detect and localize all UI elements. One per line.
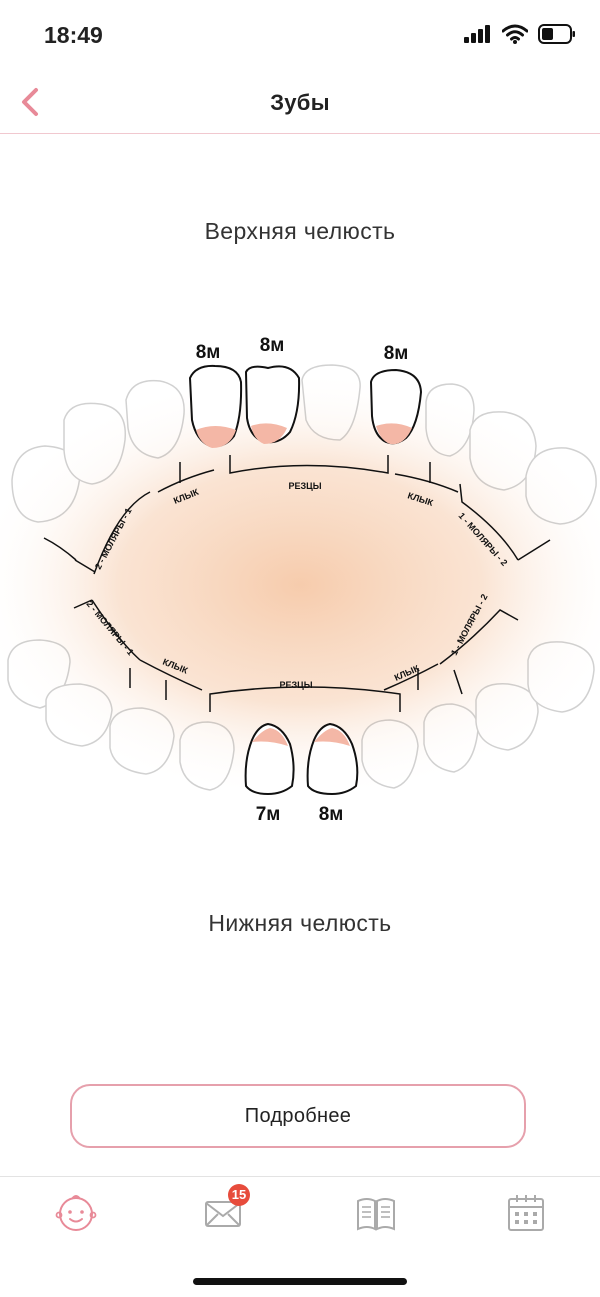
lower-erupted-teeth: [244, 722, 359, 796]
lower-faded-teeth: [7, 639, 595, 791]
tooth[interactable]: [125, 379, 185, 459]
wifi-icon: [502, 24, 528, 44]
cellular-signal-icon: [464, 25, 490, 43]
gum-mark: [196, 426, 236, 448]
upper-age-label-1: 8м: [196, 342, 221, 363]
more-details-button[interactable]: Подробнее: [70, 1084, 526, 1148]
status-bar: 18:49: [0, 0, 600, 70]
gum-mark: [251, 423, 287, 444]
back-chevron-icon[interactable]: [16, 82, 52, 122]
tab-bar: [0, 1176, 600, 1257]
tab-book-icon[interactable]: [354, 1191, 398, 1235]
upper-age-label-3: 8м: [384, 343, 409, 364]
tooth[interactable]: [179, 721, 235, 791]
lower-age-label-2: 8м: [319, 804, 344, 825]
page-title: Зубы: [270, 90, 330, 115]
upper-age-label-2: 8м: [260, 335, 285, 356]
tooth[interactable]: [527, 641, 595, 713]
nav-header: Зубы: [0, 70, 600, 134]
gum-mark: [252, 728, 288, 746]
tooth[interactable]: [301, 364, 361, 441]
tab-messages-icon[interactable]: [202, 1191, 246, 1235]
tooth[interactable]: [475, 683, 539, 751]
tooth[interactable]: [45, 683, 113, 747]
tooth[interactable]: [423, 703, 479, 773]
tooth[interactable]: [11, 445, 81, 523]
lower-section-incisors: РЕЗЦЫ: [279, 680, 312, 690]
messages-badge: 15: [228, 1184, 250, 1206]
gum-mark: [376, 423, 412, 445]
tooth[interactable]: [469, 411, 537, 491]
tooth[interactable]: [63, 402, 127, 485]
tooth[interactable]: [425, 383, 475, 457]
gum-mark: [314, 728, 350, 746]
status-time: 18:49: [44, 22, 103, 48]
tab-calendar-icon[interactable]: [504, 1191, 548, 1235]
upper-section-incisors: РЕЗЦЫ: [288, 481, 321, 491]
lower-jaw-label: Нижняя челюсть: [208, 910, 392, 936]
tooth[interactable]: [525, 447, 597, 525]
home-indicator: [193, 1278, 407, 1285]
upper-faded-teeth: [11, 364, 597, 525]
upper-erupted-teeth: [188, 364, 423, 448]
tooth[interactable]: [7, 639, 71, 709]
tab-baby-icon[interactable]: [54, 1191, 98, 1235]
tooth[interactable]: [361, 719, 419, 789]
upper-brackets: [43, 455, 551, 575]
lower-age-label-1: 7м: [256, 804, 281, 825]
tooth[interactable]: [109, 707, 175, 775]
upper-jaw-label: Верхняя челюсть: [204, 218, 396, 244]
lower-brackets: [73, 599, 519, 712]
status-icons: [464, 24, 576, 44]
battery-icon: [538, 24, 575, 44]
mouth-glow: [0, 370, 600, 800]
teeth-diagram: 8м 8м 8м 2 - МОЛЯРЫ - 1 КЛЫК РЕЗЦЫ КЛЫК …: [0, 335, 600, 825]
